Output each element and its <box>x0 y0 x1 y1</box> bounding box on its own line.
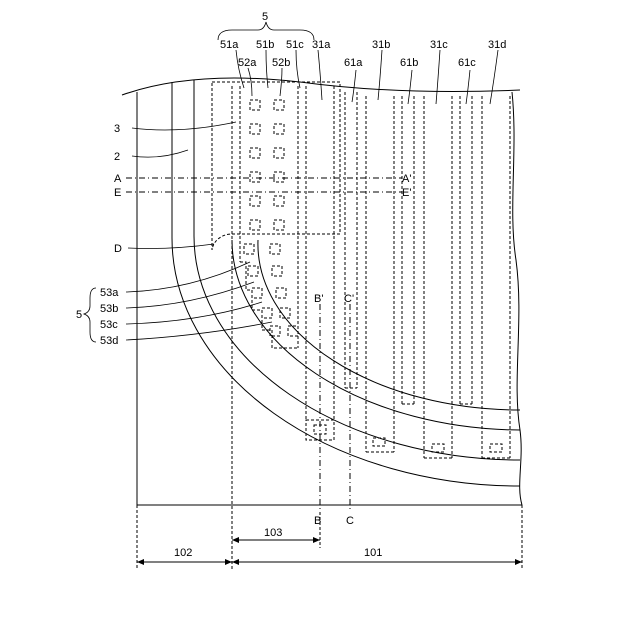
label-51a: 51a <box>220 39 239 51</box>
label-e-prime: E' <box>402 187 411 199</box>
label-a: A <box>114 173 122 185</box>
dimension-lines <box>137 505 522 570</box>
label-5-left: 5 <box>76 309 82 321</box>
label-53b: 53b <box>100 303 118 315</box>
boundary-curves <box>172 80 520 486</box>
label-31a: 31a <box>312 39 331 51</box>
label-d: D <box>114 243 122 255</box>
label-53a: 53a <box>100 287 119 299</box>
label-c: C <box>346 515 354 527</box>
label-101: 101 <box>364 547 382 559</box>
label-5-top: 5 <box>262 11 268 23</box>
contact-squares <box>240 100 298 348</box>
label-51b: 51b <box>256 39 274 51</box>
vertical-wires <box>232 86 510 570</box>
panel-outline <box>122 78 522 505</box>
label-53c: 53c <box>100 319 118 331</box>
region-d-box <box>212 82 340 250</box>
labels: 5 51a 51b 51c 31a 52a 52b 61a 31b 61b 31… <box>76 11 506 559</box>
label-c-prime: C' <box>344 293 354 305</box>
label-52a: 52a <box>238 57 257 69</box>
label-51c: 51c <box>286 39 304 51</box>
label-61c: 61c <box>458 57 476 69</box>
label-61b: 61b <box>400 57 418 69</box>
label-b-prime: B' <box>314 293 323 305</box>
leader-lines <box>84 22 498 342</box>
label-31b: 31b <box>372 39 390 51</box>
label-103: 103 <box>264 527 282 539</box>
label-52b: 52b <box>272 57 290 69</box>
label-2: 2 <box>114 151 120 163</box>
label-61a: 61a <box>344 57 363 69</box>
label-31d: 31d <box>488 39 506 51</box>
label-b: B <box>314 515 321 527</box>
label-a-prime: A' <box>402 173 411 185</box>
label-102: 102 <box>174 547 192 559</box>
label-53d: 53d <box>100 335 118 347</box>
label-e: E <box>114 187 121 199</box>
label-31c: 31c <box>430 39 448 51</box>
label-3: 3 <box>114 123 120 135</box>
section-lines <box>126 178 402 512</box>
